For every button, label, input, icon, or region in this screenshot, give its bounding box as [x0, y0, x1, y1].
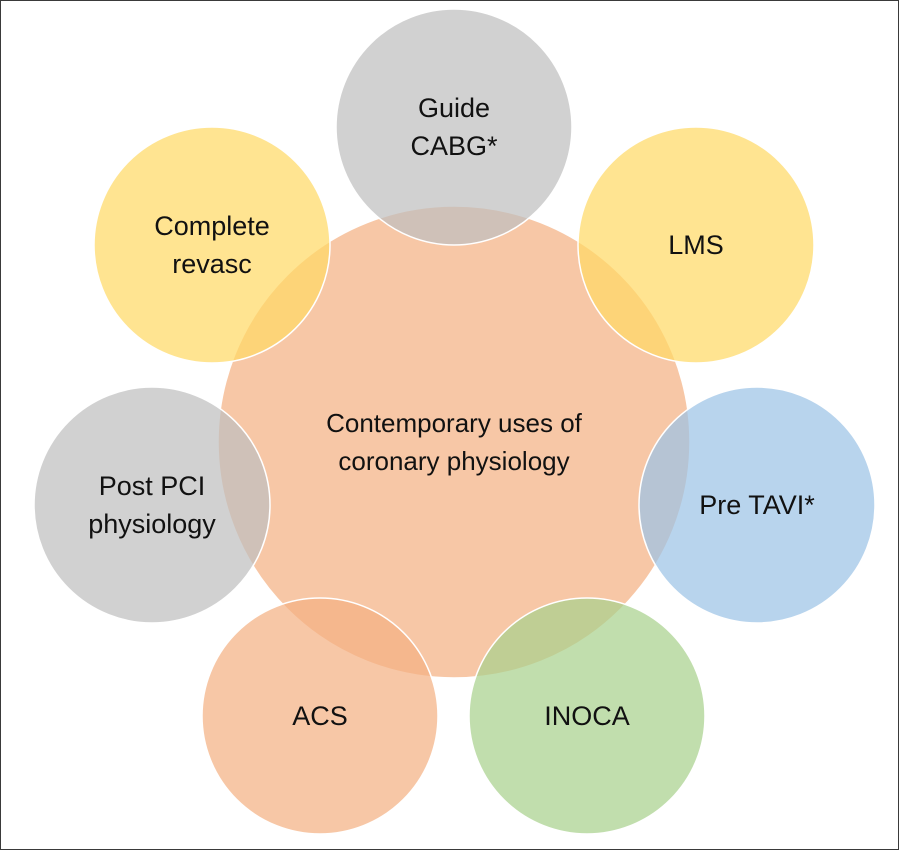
satellite-label-post-pci-line: Post PCI [99, 471, 206, 501]
satellite-label-guide-cabg-line: Guide [418, 93, 490, 123]
center-label-line: coronary physiology [338, 446, 569, 476]
center-label: Contemporary uses of coronary physiology [326, 408, 583, 476]
satellite-circle-lms [577, 126, 815, 364]
satellite-label-pre-tavi-line: Pre TAVI* [699, 490, 815, 520]
satellite-label-post-pci-line: physiology [88, 509, 216, 539]
center-label-line: Contemporary uses of [326, 408, 583, 438]
satellite-circle-guide-cabg [335, 8, 573, 246]
satellite-circle-inoca [468, 597, 706, 835]
satellite-circle-acs [201, 597, 439, 835]
satellite-label-lms: LMS [668, 230, 724, 260]
satellite-label-complete-revasc-line: revasc [172, 249, 252, 279]
satellite-circle-post-pci [33, 386, 271, 624]
satellite-circle-complete-revasc [93, 126, 331, 364]
satellite-label-pre-tavi: Pre TAVI* [699, 490, 815, 520]
satellite-label-acs: ACS [292, 701, 348, 731]
satellite-label-inoca-line: INOCA [544, 701, 630, 731]
satellite-label-inoca: INOCA [544, 701, 630, 731]
satellite-label-complete-revasc-line: Complete [154, 211, 270, 241]
satellite-label-complete-revasc: Complete revasc [154, 211, 270, 279]
satellite-label-lms-line: LMS [668, 230, 724, 260]
satellite-label-post-pci: Post PCI physiology [88, 471, 216, 539]
satellite-circle-pre-tavi [638, 386, 876, 624]
satellite-label-guide-cabg-line: CABG* [410, 131, 498, 161]
satellite-label-acs-line: ACS [292, 701, 348, 731]
